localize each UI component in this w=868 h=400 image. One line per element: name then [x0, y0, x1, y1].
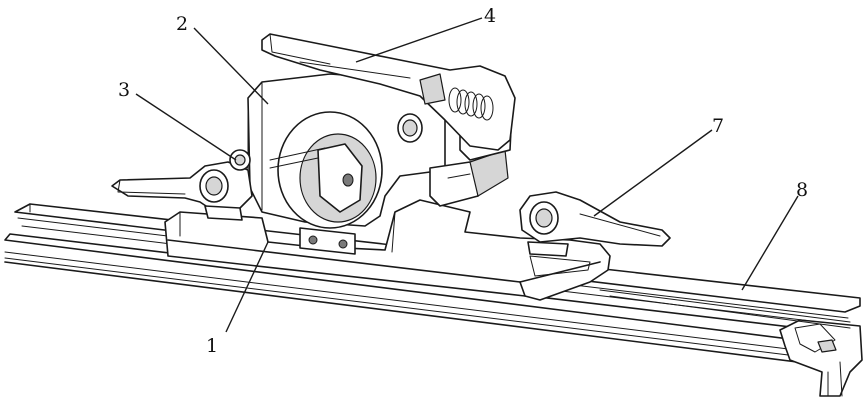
leader-2 [193, 27, 269, 105]
top-lever [261, 33, 516, 151]
spring [448, 87, 494, 121]
label-7: 7 [712, 115, 724, 137]
label-8: 8 [796, 179, 808, 201]
leader-8 [741, 195, 799, 291]
label-3: 3 [118, 79, 130, 101]
label-2: 2 [176, 13, 188, 35]
label-4: 4 [484, 5, 496, 27]
left-handle [111, 149, 253, 221]
leader-7 [593, 129, 713, 217]
leader-4 [355, 17, 483, 63]
right-handle [519, 191, 671, 257]
leader-lines [135, 17, 799, 333]
label-1: 1 [206, 335, 218, 357]
leader-1 [225, 241, 269, 333]
reference-numerals: 1 2 3 4 7 8 [118, 5, 808, 357]
base-carriage [164, 199, 611, 301]
leader-3 [135, 93, 237, 161]
